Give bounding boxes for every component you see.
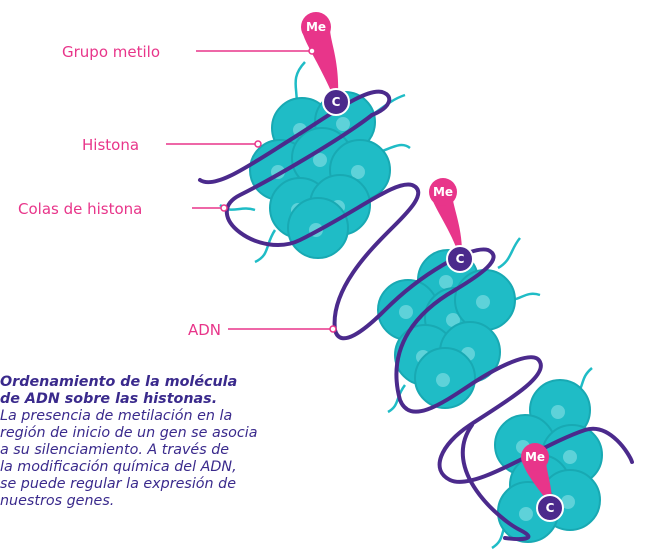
label-methyl-group: Grupo metilo	[62, 43, 316, 61]
caption-body-line-3: a su silenciamiento. A través de	[0, 442, 230, 458]
cytosine-label: C	[456, 252, 465, 266]
label-methyl-group-text: Grupo metilo	[62, 43, 160, 61]
methyl-label: Me	[306, 20, 326, 34]
cytosine-marker	[446, 245, 474, 273]
cytosine-label: C	[546, 501, 555, 515]
caption-body-line-2: región de inicio de un gen se asocia	[0, 425, 258, 441]
caption-body-line-5: se puede regular la expresión de	[0, 476, 237, 492]
label-histone-tails-text: Colas de histona	[18, 200, 142, 218]
label-histone-tails: Colas de histona	[18, 200, 228, 218]
histone-tail	[497, 237, 521, 270]
cytosine-marker	[322, 88, 350, 116]
histone-tail	[254, 229, 277, 264]
caption-body-line-1: La presencia de metilación en la	[0, 408, 233, 424]
histone-tail	[387, 384, 407, 414]
caption: Ordenamiento de la molécula de ADN sobre…	[0, 374, 310, 510]
caption-body-line-4: la modificación química del ADN,	[0, 459, 237, 475]
methyl-marker-bottom: Me C	[521, 443, 564, 522]
cytosine-label: C	[332, 95, 341, 109]
methyl-marker-top: Me C	[301, 12, 350, 116]
methyl-label: Me	[525, 450, 545, 464]
caption-title-line-2: de ADN sobre las histonas.	[0, 391, 218, 407]
label-dna-text: ADN	[188, 321, 221, 339]
label-histone: Histona	[82, 136, 262, 154]
methyl-marker-middle: Me C	[429, 178, 474, 273]
label-dna: ADN	[188, 321, 337, 339]
dna-strand-main	[224, 113, 634, 484]
label-histone-text: Histona	[82, 136, 139, 154]
caption-title-line-1: Ordenamiento de la molécula	[0, 374, 238, 390]
nucleosome-middle	[377, 237, 541, 414]
nucleosome-top	[198, 61, 411, 264]
dna-strand-wrap	[460, 423, 531, 541]
caption-body-line-6: nuestros genes.	[0, 493, 115, 509]
methyl-label: Me	[433, 185, 453, 199]
cytosine-marker	[536, 494, 564, 522]
